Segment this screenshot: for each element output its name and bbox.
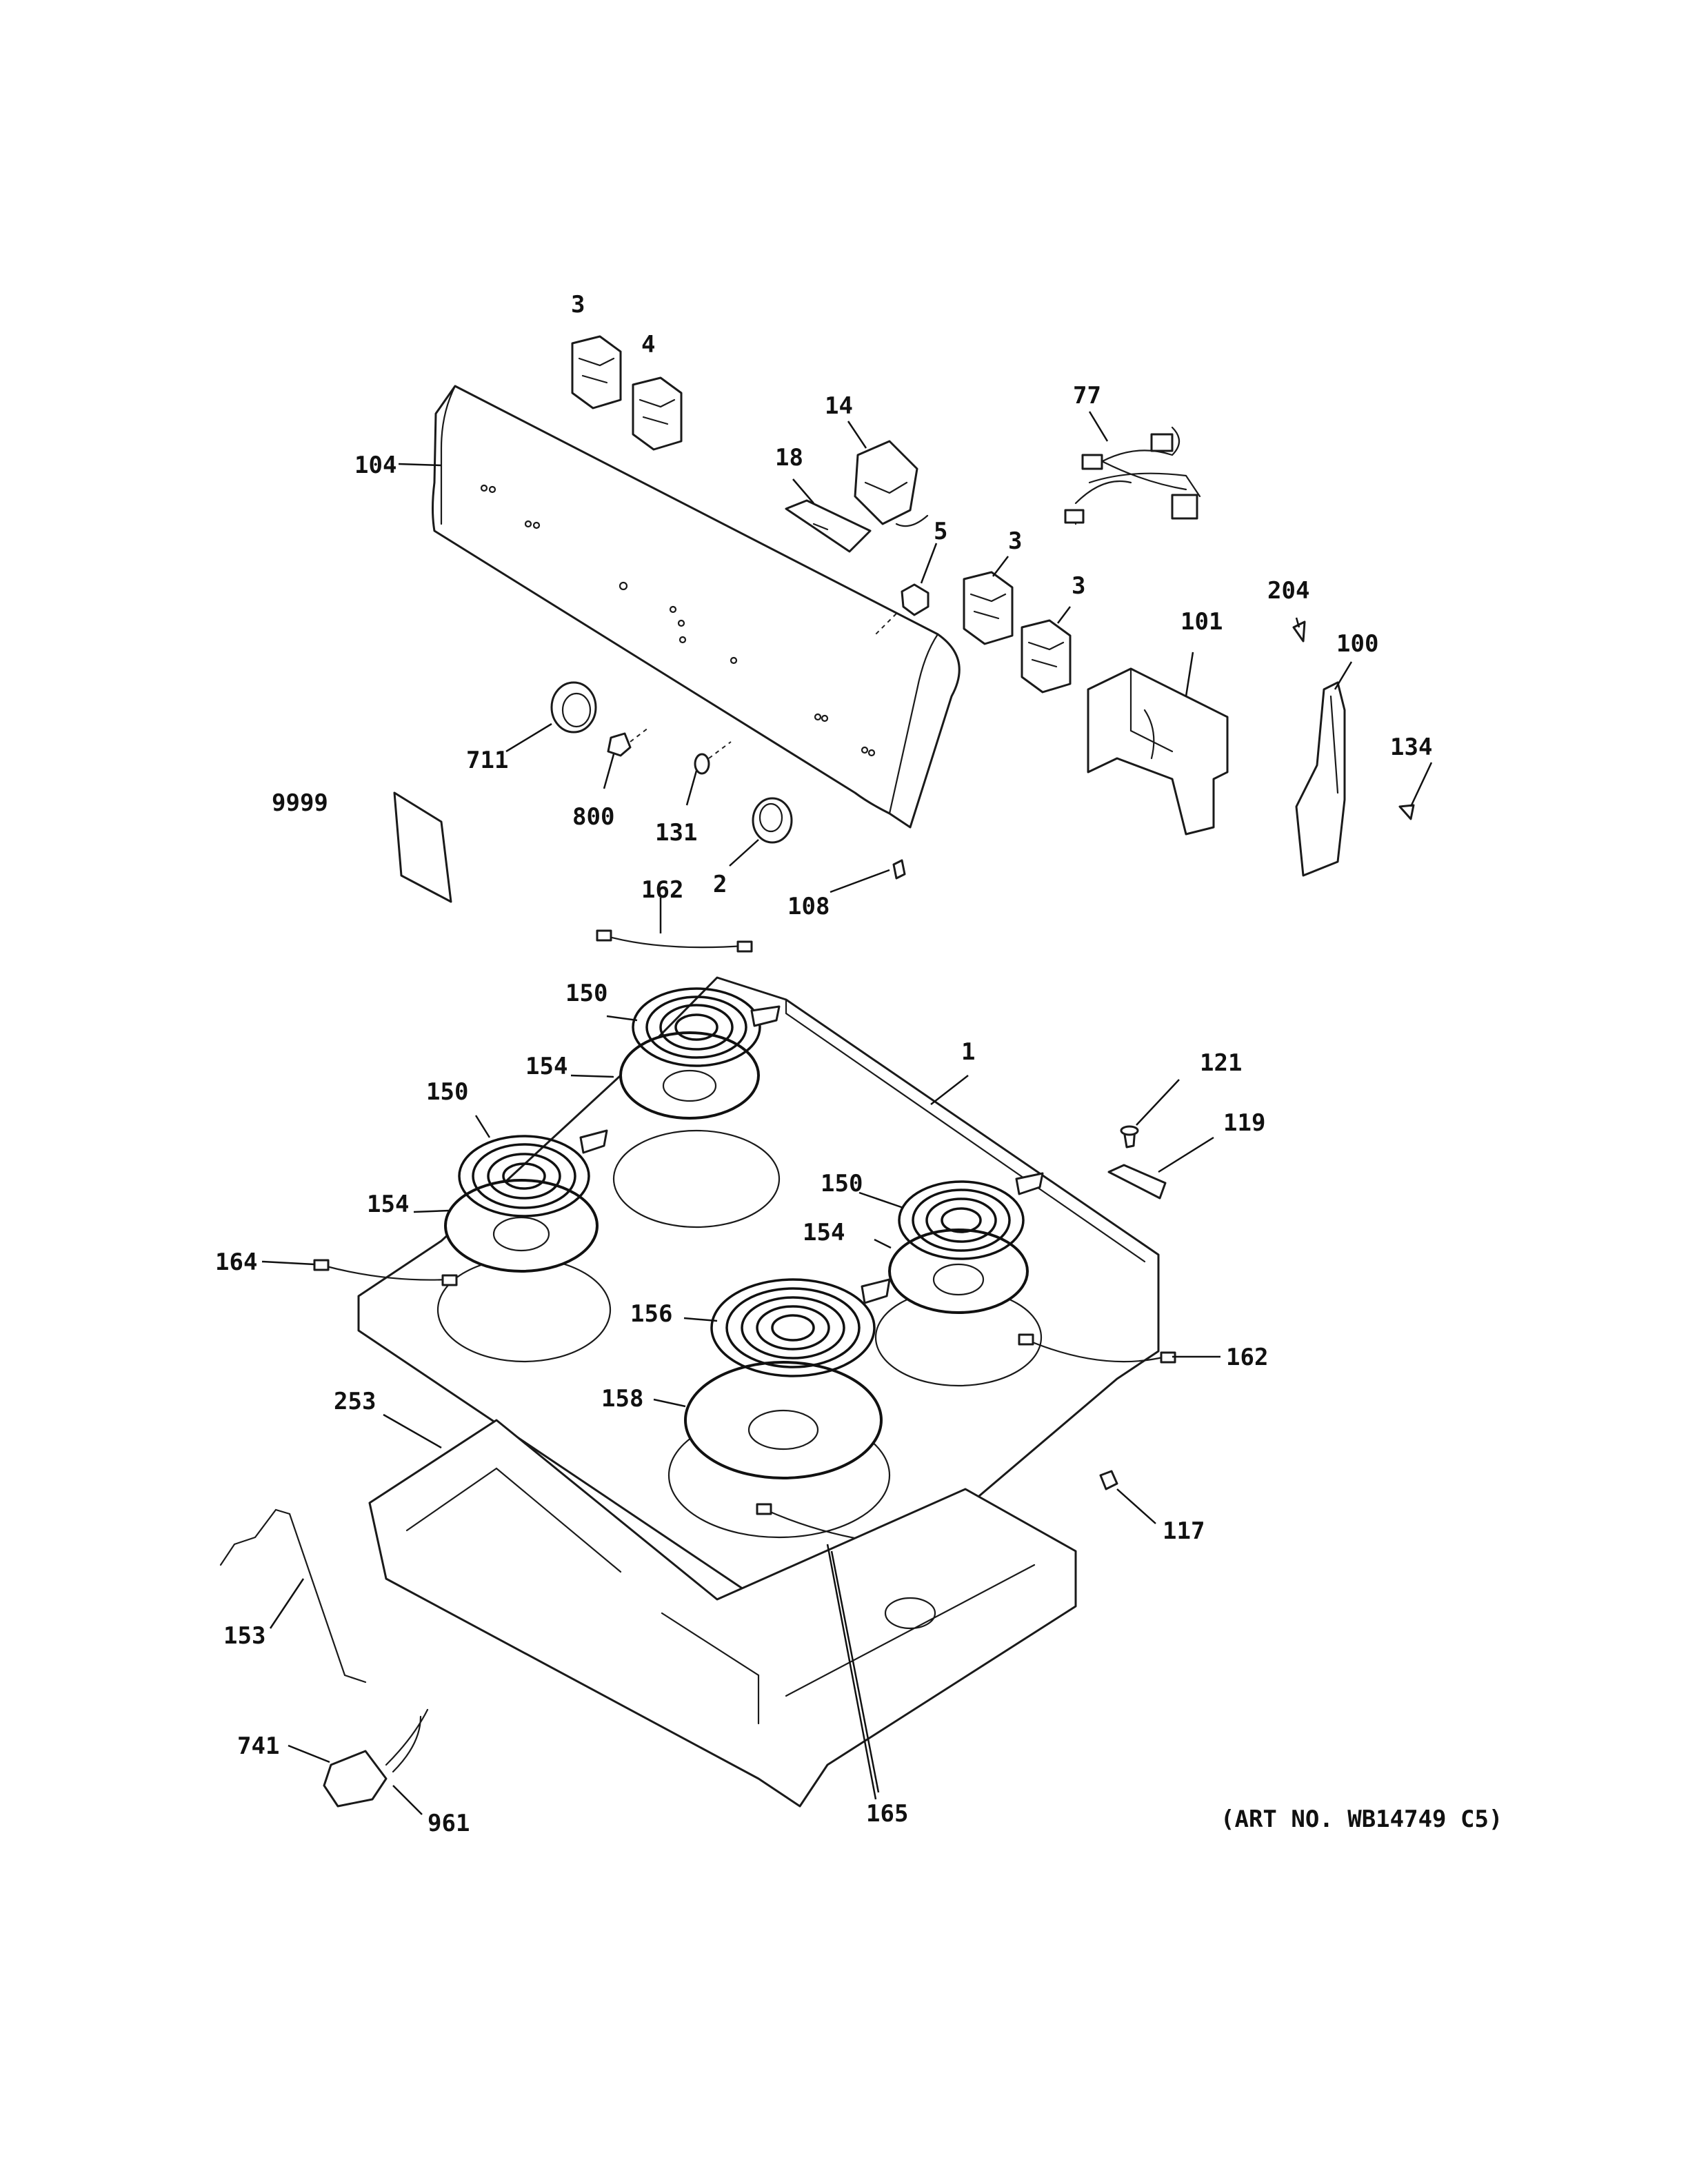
- callout-119: 119: [1223, 1109, 1265, 1137]
- callout-162-right: 162: [1226, 1344, 1268, 1371]
- coil-element-150c: [898, 1172, 1044, 1260]
- callout-164: 164: [215, 1248, 257, 1276]
- callout-204: 204: [1267, 577, 1309, 605]
- callout-104: 104: [354, 452, 396, 479]
- infinite-switch-4: [632, 376, 683, 451]
- infinite-switch-3b: [963, 571, 1014, 645]
- wire-162-upper: [596, 929, 753, 953]
- callout-3c: 3: [1072, 572, 1085, 600]
- callout-153: 153: [223, 1622, 265, 1650]
- panel-holes: [480, 484, 876, 757]
- callout-77: 77: [1073, 382, 1101, 410]
- callout-117: 117: [1163, 1517, 1205, 1545]
- coil-element-150b: [458, 1129, 608, 1217]
- callout-100: 100: [1336, 630, 1378, 658]
- callout-18: 18: [775, 444, 803, 472]
- callout-134: 134: [1390, 734, 1432, 761]
- callout-150c: 150: [821, 1170, 863, 1197]
- backsplash-panel: [432, 385, 961, 829]
- screw-134: [1398, 804, 1415, 820]
- oven-switch-14: [854, 440, 929, 527]
- terminal-block-741: [323, 1708, 429, 1808]
- callout-131: 131: [655, 819, 697, 847]
- leader-lines: [261, 411, 1433, 1815]
- knob-2: [752, 797, 793, 844]
- switch-5: [901, 583, 930, 616]
- part-800: [607, 732, 632, 757]
- callout-961: 961: [428, 1810, 470, 1837]
- callout-1: 1: [961, 1038, 975, 1066]
- literature-9999: [393, 791, 452, 903]
- callout-101: 101: [1180, 608, 1223, 636]
- callout-253: 253: [334, 1388, 376, 1415]
- infinite-switch-3a: [571, 335, 622, 410]
- callout-4: 4: [641, 331, 655, 358]
- burner-group-right: [888, 1172, 1044, 1314]
- callout-711: 711: [466, 747, 508, 774]
- infinite-switch-3c: [1021, 619, 1072, 694]
- wire-153: [219, 1508, 367, 1684]
- callout-121: 121: [1200, 1049, 1242, 1077]
- callout-labels: 3 4 104 14 18 77 5 3 3 204 101 100 134 7…: [215, 291, 1432, 1837]
- knob-711: [550, 681, 597, 734]
- callout-165: 165: [866, 1800, 908, 1828]
- callout-154c: 154: [367, 1191, 409, 1218]
- callout-9999: 9999: [272, 789, 328, 817]
- wire-harness-77: [1064, 426, 1201, 525]
- coil-element-156: [710, 1278, 891, 1377]
- callout-2: 2: [713, 871, 727, 898]
- callout-3a: 3: [571, 291, 585, 318]
- bracket-100: [1295, 681, 1346, 877]
- burner-group-front-large: [684, 1278, 891, 1479]
- callout-741: 741: [237, 1732, 279, 1760]
- part-131: [694, 753, 710, 775]
- callout-14: 14: [825, 392, 853, 420]
- callout-154b: 154: [803, 1219, 845, 1246]
- callout-162-upper: 162: [641, 876, 683, 904]
- bracket-119: [1107, 1164, 1167, 1200]
- bracket-18: [785, 499, 872, 553]
- callout-158: 158: [601, 1385, 643, 1413]
- callout-5: 5: [934, 518, 947, 545]
- nut-117: [1099, 1470, 1118, 1490]
- bracket-101: [1087, 667, 1229, 836]
- callout-156: 156: [630, 1300, 672, 1328]
- callout-154a: 154: [525, 1053, 567, 1080]
- art-number-label: (ART NO. WB14749 C5): [1220, 1806, 1503, 1833]
- burner-box-253: [368, 1419, 1077, 1808]
- callout-3b: 3: [1008, 527, 1022, 555]
- burner-group-rear-left: [619, 987, 781, 1120]
- callout-108: 108: [787, 893, 830, 920]
- screw-121: [1120, 1125, 1139, 1149]
- burner-group-left: [444, 1129, 608, 1273]
- callout-150b: 150: [426, 1078, 468, 1106]
- wire-164: [313, 1259, 458, 1286]
- callout-150a: 150: [565, 980, 607, 1007]
- callout-800: 800: [572, 803, 614, 831]
- coil-element-150a: [632, 987, 781, 1067]
- screw-108: [892, 859, 906, 880]
